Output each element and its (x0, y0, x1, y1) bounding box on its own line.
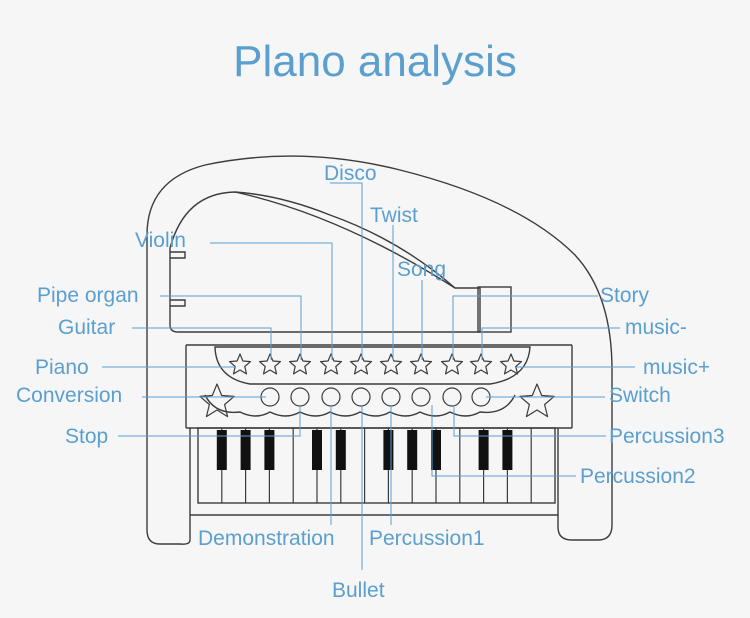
label-conversion: Conversion (16, 384, 122, 407)
star-button-right[interactable] (519, 383, 555, 418)
black-key[interactable] (502, 430, 513, 470)
label-stop: Stop (65, 425, 108, 448)
label-music-minus: music- (625, 316, 687, 339)
piano-lid (169, 191, 481, 333)
lid-edge (234, 191, 456, 289)
black-key[interactable] (264, 430, 275, 470)
black-keys (216, 430, 513, 470)
piano-body (146, 155, 613, 545)
star-button[interactable] (499, 353, 523, 375)
black-key[interactable] (383, 430, 394, 470)
black-key[interactable] (216, 430, 227, 470)
label-disco: Disco (324, 162, 377, 185)
label-music-plus: music+ (643, 356, 710, 379)
round-buttons (260, 387, 491, 407)
keys-area (197, 427, 556, 504)
label-bullet: Bullet (332, 579, 385, 602)
black-key[interactable] (240, 430, 251, 470)
label-pipe-organ: Pipe organ (37, 284, 139, 307)
round-button[interactable] (290, 387, 310, 407)
star-button[interactable] (288, 353, 312, 375)
scalloped-ledge (204, 394, 516, 417)
leader-percussion3 (453, 405, 606, 437)
label-guitar: Guitar (58, 316, 115, 339)
leader-violin (210, 242, 333, 360)
label-violin: Violin (135, 229, 186, 252)
star-button[interactable] (469, 353, 493, 375)
black-key[interactable] (407, 430, 418, 470)
label-twist: Twist (370, 204, 418, 227)
lid-prop (477, 286, 512, 333)
star-button[interactable] (440, 353, 464, 375)
label-switch: Switch (609, 384, 671, 407)
star-button[interactable] (258, 353, 282, 375)
label-piano: Piano (35, 356, 89, 379)
leader-music-minus (481, 327, 620, 360)
star-button[interactable] (349, 353, 373, 375)
round-button[interactable] (381, 387, 401, 407)
star-button[interactable] (409, 353, 433, 375)
black-key[interactable] (335, 430, 346, 470)
leader-disco (330, 182, 363, 360)
leader-lines (102, 182, 635, 570)
black-key[interactable] (431, 430, 441, 470)
round-button[interactable] (351, 387, 371, 407)
leader-percussion2 (431, 405, 576, 477)
round-button[interactable] (411, 387, 431, 407)
buttons-panel (214, 346, 531, 385)
lid-hinges (170, 251, 186, 307)
label-percussion2: Percussion2 (580, 465, 696, 488)
round-button[interactable] (442, 387, 462, 407)
round-button[interactable] (321, 387, 341, 407)
label-story: Story (600, 284, 650, 307)
star-button[interactable] (228, 353, 252, 375)
star-buttons (199, 353, 555, 418)
label-percussion1: Percussion1 (369, 527, 485, 550)
leader-story (452, 295, 598, 360)
black-key[interactable] (312, 430, 322, 470)
star-button[interactable] (379, 353, 403, 375)
panel-sides (185, 345, 573, 428)
leader-pipe-organ (160, 295, 302, 360)
leader-stop (118, 405, 301, 437)
labels: Disco Twist Violin Song Pipe organ Story… (16, 162, 725, 602)
diagram-title: Plano analysis (233, 37, 517, 86)
star-button-left[interactable] (199, 383, 235, 418)
black-key[interactable] (478, 430, 489, 470)
star-button[interactable] (319, 353, 343, 375)
label-percussion3: Percussion3 (609, 425, 725, 448)
piano-outline (146, 155, 613, 545)
label-demonstration: Demonstration (198, 527, 335, 550)
label-song: Song (397, 258, 446, 281)
keyboard-frame (189, 428, 559, 516)
leader-guitar (132, 327, 272, 360)
